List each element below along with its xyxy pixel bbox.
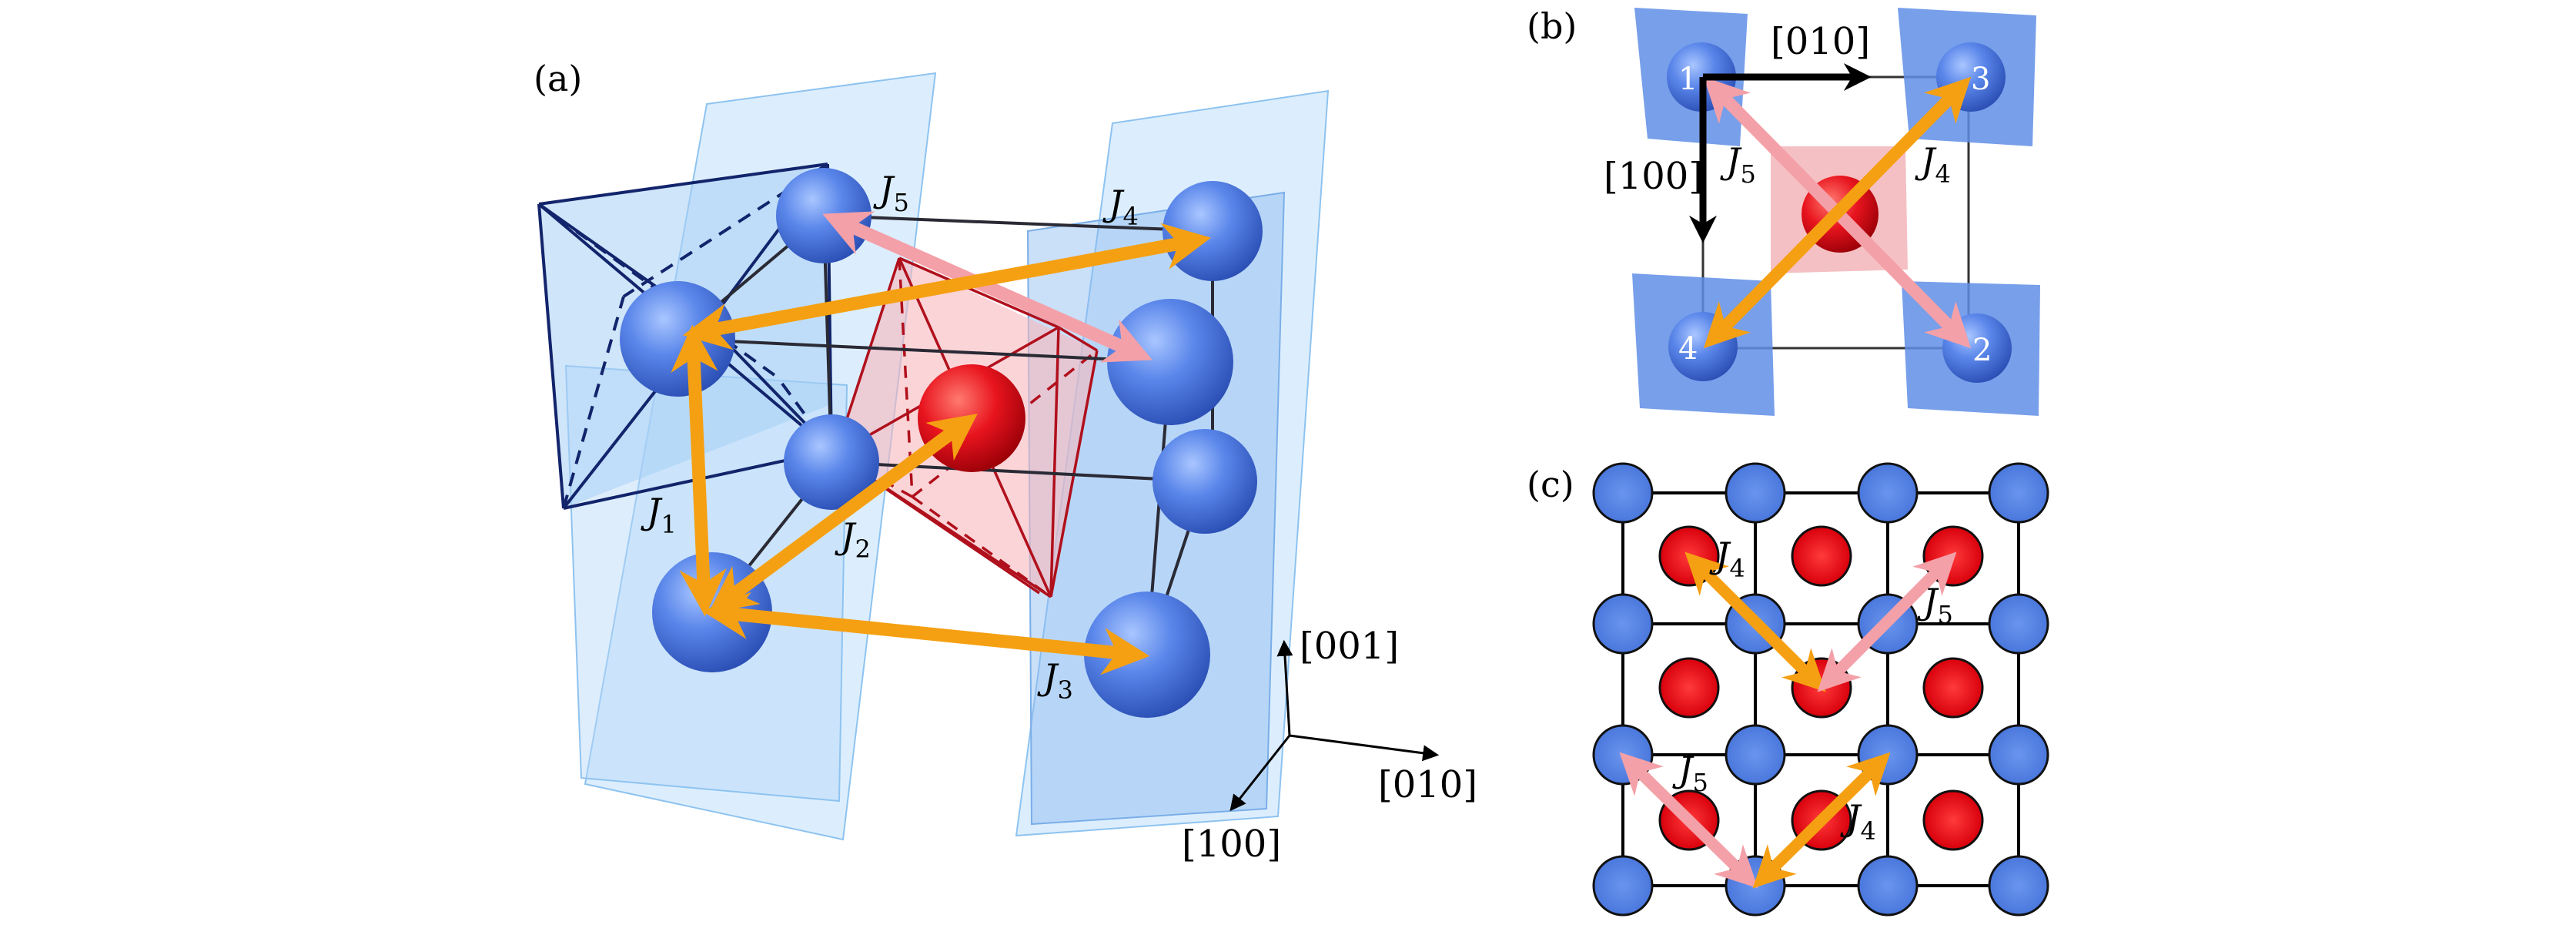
red-atom bbox=[1922, 789, 1984, 851]
panel-c: (c) bbox=[1527, 462, 2049, 917]
site-4-number: 4 bbox=[1678, 331, 1698, 367]
site-2-number: 2 bbox=[1972, 333, 1992, 368]
blue-atom bbox=[1988, 593, 2049, 655]
blue-atom bbox=[1857, 855, 1919, 917]
blue-atom bbox=[1988, 462, 2049, 524]
direction-100-label: [100] bbox=[1604, 155, 1703, 198]
red-atom bbox=[1922, 657, 1984, 719]
blue-atom bbox=[1988, 855, 2049, 917]
blue-atom bbox=[1592, 855, 1654, 917]
axis-100-arrow bbox=[1229, 735, 1291, 812]
j2-arrow bbox=[708, 414, 978, 613]
j5-label-c1: J5 bbox=[1917, 581, 1953, 629]
panel-a: (a) bbox=[534, 58, 1477, 866]
blue-atom bbox=[1592, 462, 1654, 524]
red-atom bbox=[918, 364, 1025, 472]
blue-atom bbox=[1857, 462, 1919, 524]
axis-010-arrow bbox=[1289, 734, 1440, 762]
red-atom bbox=[1791, 525, 1852, 587]
blue-atom bbox=[776, 168, 871, 263]
j4-arrow bbox=[682, 223, 1212, 350]
panel-b: (b) 1 3 4 2 [010] [100] J5 J4 bbox=[1527, 5, 2040, 416]
j4-label-c1: J4 bbox=[1709, 535, 1745, 583]
j5-label-b: J5 bbox=[1720, 140, 1756, 189]
red-atom bbox=[1658, 657, 1720, 719]
j4-label-c2: J4 bbox=[1840, 797, 1876, 846]
blue-atom bbox=[1725, 724, 1786, 786]
j3-arrow bbox=[701, 592, 1150, 675]
panel-a-label: (a) bbox=[534, 58, 582, 99]
coordinate-axes bbox=[1229, 639, 1440, 812]
blue-atom bbox=[1988, 724, 2049, 786]
coupling-arrows-a bbox=[671, 211, 1212, 675]
j4-arrow-c1 bbox=[1684, 551, 1826, 692]
j4-arrow-b bbox=[1703, 76, 1972, 349]
blue-atom bbox=[1592, 593, 1654, 655]
panel-b-label: (b) bbox=[1527, 5, 1577, 47]
blue-atom bbox=[620, 281, 735, 397]
blue-atom bbox=[1153, 429, 1257, 534]
j5-arrow-c1 bbox=[1817, 551, 1957, 692]
axis-100-label: [100] bbox=[1182, 823, 1281, 866]
site-1-number: 1 bbox=[1678, 62, 1698, 97]
j4-arrow-c2 bbox=[1752, 752, 1891, 889]
axis-001-arrow bbox=[1276, 639, 1293, 736]
blue-atom bbox=[1107, 299, 1233, 425]
j1-arrow bbox=[671, 324, 727, 617]
site-3-number: 3 bbox=[1971, 62, 1990, 97]
blue-atom bbox=[1163, 181, 1263, 281]
coupling-arrows-c bbox=[1619, 551, 1957, 889]
j4-label-b: J4 bbox=[1915, 140, 1951, 189]
j5-arrow-c2 bbox=[1619, 752, 1758, 889]
panel-c-label: (c) bbox=[1527, 464, 1574, 505]
blue-atom bbox=[1725, 462, 1786, 524]
direction-010-label: [010] bbox=[1771, 20, 1870, 63]
axis-010-label: [010] bbox=[1378, 763, 1477, 806]
axis-001-label: [001] bbox=[1300, 625, 1399, 668]
